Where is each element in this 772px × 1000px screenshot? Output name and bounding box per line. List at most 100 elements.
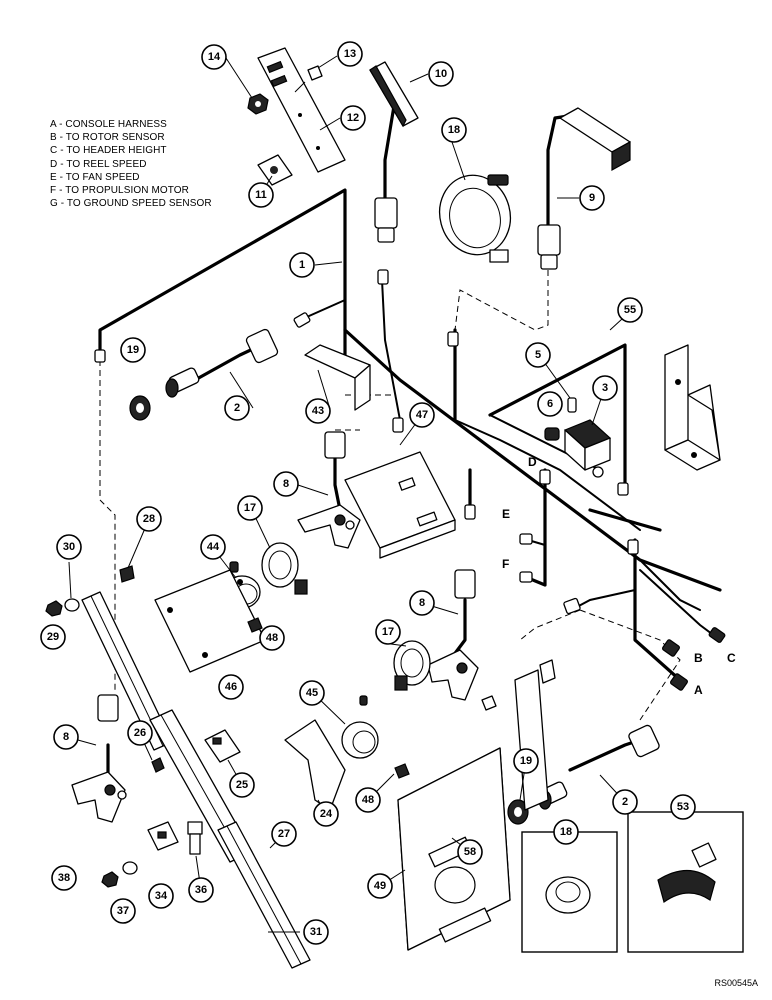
callout-label: 30 bbox=[63, 541, 75, 553]
connector-letter-b: B bbox=[694, 651, 703, 665]
bracket-12 bbox=[257, 47, 346, 173]
callout-49: 49 bbox=[367, 873, 393, 899]
callout-37: 37 bbox=[110, 898, 136, 924]
callout-9: 9 bbox=[579, 185, 605, 211]
legend-item-f: F - TO PROPULSION MOTOR bbox=[50, 185, 189, 197]
callout-46: 46 bbox=[218, 674, 244, 700]
inset-18 bbox=[521, 831, 618, 953]
callout-label: 43 bbox=[312, 405, 324, 417]
module-3 bbox=[563, 419, 612, 478]
callout-24: 24 bbox=[313, 801, 339, 827]
callout-label: 44 bbox=[207, 541, 220, 553]
callout-leaders bbox=[66, 55, 626, 891]
callout-10: 10 bbox=[428, 61, 454, 87]
legend-item-g: G - TO GROUND SPEED SENSOR bbox=[50, 198, 212, 210]
callout-5: 5 bbox=[525, 342, 551, 368]
callout-6: 6 bbox=[537, 391, 563, 417]
callout-label: 5 bbox=[535, 349, 541, 361]
callout-label: 8 bbox=[283, 478, 289, 490]
wire-2-lower bbox=[568, 738, 642, 772]
washer-37 bbox=[122, 861, 138, 875]
fuse-5 bbox=[567, 397, 577, 413]
callout-29: 29 bbox=[40, 624, 66, 650]
callout-label: 9 bbox=[589, 192, 595, 204]
callout-label: 55 bbox=[624, 304, 636, 316]
legend-item-b: B - TO ROTOR SENSOR bbox=[50, 132, 165, 144]
callout-label: 2 bbox=[234, 402, 240, 414]
callout-36: 36 bbox=[188, 877, 214, 903]
clamp-17-upper bbox=[261, 542, 308, 595]
screw-48-lower bbox=[394, 763, 410, 779]
callout-label: 31 bbox=[310, 926, 322, 938]
callout-8-upper: 8 bbox=[273, 471, 299, 497]
plate-34 bbox=[147, 821, 179, 851]
callout-label: 48 bbox=[266, 632, 278, 644]
callout-18: 18 bbox=[441, 117, 467, 143]
callout-label: 27 bbox=[278, 828, 290, 840]
callout-label: 12 bbox=[347, 112, 359, 124]
callout-label: 47 bbox=[416, 409, 428, 421]
nut-19-upper bbox=[129, 395, 151, 421]
callout-label: 10 bbox=[435, 68, 447, 80]
rail-27 bbox=[217, 821, 311, 969]
reference-code: RS00545A bbox=[714, 978, 758, 988]
sensor-8-upper bbox=[297, 431, 361, 549]
callout-label: 38 bbox=[58, 872, 70, 884]
callout-17-upper: 17 bbox=[237, 495, 263, 521]
callout-26: 26 bbox=[127, 720, 153, 746]
callout-19-lower: 19 bbox=[513, 748, 539, 774]
legend-item-c: C - TO HEADER HEIGHT bbox=[50, 145, 167, 157]
nut-14 bbox=[247, 93, 269, 115]
nut-38 bbox=[101, 871, 119, 888]
callout-43: 43 bbox=[305, 398, 331, 424]
callout-label: 18 bbox=[560, 826, 572, 838]
callout-label: 19 bbox=[520, 755, 532, 767]
callout-label: 46 bbox=[225, 681, 237, 693]
callout-31: 31 bbox=[303, 919, 329, 945]
callout-53: 53 bbox=[670, 794, 696, 820]
callout-34: 34 bbox=[148, 883, 174, 909]
callout-label: 26 bbox=[134, 727, 146, 739]
callout-label: 8 bbox=[63, 731, 69, 743]
connector-letter-a: A bbox=[694, 683, 703, 697]
clip-11 bbox=[257, 154, 293, 186]
callout-17-mid: 17 bbox=[375, 619, 401, 645]
callout-25: 25 bbox=[229, 772, 255, 798]
callout-3: 3 bbox=[592, 375, 618, 401]
callout-2-lower: 2 bbox=[612, 789, 638, 815]
callout-14: 14 bbox=[201, 44, 227, 70]
sensor-8-mid bbox=[427, 569, 479, 701]
callout-label: 45 bbox=[306, 687, 318, 699]
nut-29 bbox=[45, 600, 63, 617]
callout-label: 36 bbox=[195, 884, 207, 896]
callout-label: 14 bbox=[208, 51, 221, 63]
sensor-2-lower bbox=[536, 724, 660, 810]
callout-19: 19 bbox=[120, 337, 146, 363]
connector-9 bbox=[537, 107, 631, 270]
callout-label: 3 bbox=[602, 382, 608, 394]
plate-49 bbox=[397, 747, 511, 951]
cap-6 bbox=[544, 427, 560, 441]
callout-label: 24 bbox=[320, 808, 333, 820]
callout-label: 49 bbox=[374, 880, 386, 892]
callout-label: 29 bbox=[47, 631, 59, 643]
callout-12: 12 bbox=[340, 105, 366, 131]
callout-38: 38 bbox=[51, 865, 77, 891]
sensor-8-lower bbox=[71, 694, 127, 823]
connector-ends bbox=[94, 269, 726, 691]
clamp-17-mid bbox=[393, 640, 431, 691]
screw-26 bbox=[151, 757, 165, 773]
callout-label: 28 bbox=[143, 513, 155, 525]
screw-mid bbox=[481, 695, 497, 711]
callout-18-inset: 18 bbox=[553, 819, 579, 845]
callout-30: 30 bbox=[56, 534, 82, 560]
clip-25 bbox=[204, 729, 241, 763]
callout-label: 8 bbox=[419, 597, 425, 609]
bushing-45 bbox=[341, 695, 379, 759]
bolt-36 bbox=[187, 821, 203, 855]
screw-28 bbox=[119, 565, 135, 583]
callout-58: 58 bbox=[457, 839, 483, 865]
sensor-2-upper bbox=[165, 328, 279, 398]
callout-label: 37 bbox=[117, 905, 129, 917]
